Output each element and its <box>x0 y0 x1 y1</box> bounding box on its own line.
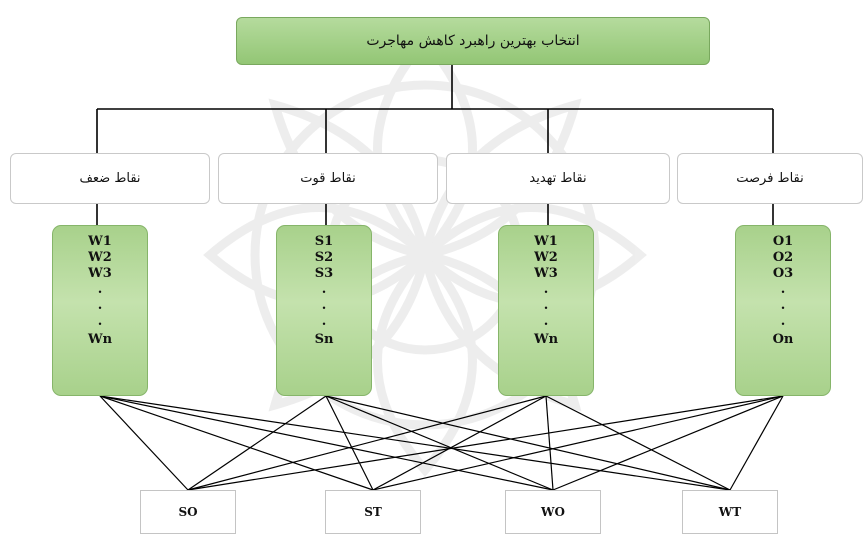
weakness-item-2: W2 <box>88 250 112 265</box>
strength-item-n: Sn <box>314 332 334 347</box>
goal-label: انتخاب بهترین راهبرد کاهش مهاجرت <box>366 33 580 49</box>
strategy-so: SO <box>140 490 236 534</box>
threat-list: W1 W2 W3 . . . Wn <box>498 225 594 396</box>
opportunity-item-n: On <box>772 332 794 347</box>
strength-item-3: S3 <box>314 266 334 281</box>
threat-item-1: W1 <box>534 234 558 249</box>
cross-link-1-3 <box>325 395 731 491</box>
factor-opportunities: نقاط فرصت <box>677 153 863 204</box>
cross-link-2-2 <box>545 395 554 491</box>
threat-item-n: Wn <box>533 332 559 347</box>
ellipsis-dot: . <box>321 314 327 329</box>
ellipsis-dot: . <box>97 314 103 329</box>
strategy-wt: WT <box>682 490 778 534</box>
strategy-wo: WO <box>505 490 601 534</box>
strategy-label-so: SO <box>178 505 198 519</box>
strength-item-1: S1 <box>314 234 334 249</box>
ellipsis-dot: . <box>543 282 549 297</box>
strategy-st: ST <box>325 490 421 534</box>
ellipsis-dot: . <box>543 298 549 313</box>
ellipsis-dot: . <box>321 298 327 313</box>
cross-link-0-3 <box>99 395 731 491</box>
ellipsis-dot: . <box>321 282 327 297</box>
cross-link-3-2 <box>552 395 784 491</box>
factor-threats: نقاط تهدید <box>446 153 670 204</box>
threat-item-2: W2 <box>534 250 558 265</box>
goal-box: انتخاب بهترین راهبرد کاهش مهاجرت <box>236 17 710 65</box>
weakness-item-3: W3 <box>88 266 112 281</box>
ellipsis-dot: . <box>97 298 103 313</box>
cross-link-0-1 <box>99 395 374 491</box>
cross-link-2-0 <box>187 395 547 491</box>
cross-link-3-0 <box>187 395 784 491</box>
cross-link-1-1 <box>325 395 374 491</box>
cross-link-1-0 <box>187 395 327 491</box>
ellipsis-dot: . <box>543 314 549 329</box>
factor-strengths: نقاط قوت <box>218 153 438 204</box>
strategy-label-wo: WO <box>541 505 565 519</box>
weakness-item-n: Wn <box>87 332 113 347</box>
cross-link-3-1 <box>372 395 784 491</box>
cross-link-1-2 <box>325 395 554 491</box>
ellipsis-dot: . <box>780 282 786 297</box>
cross-link-2-3 <box>545 395 731 491</box>
ellipsis-dot: . <box>97 282 103 297</box>
threat-item-3: W3 <box>534 266 558 281</box>
weakness-list: W1 W2 W3 . . . Wn <box>52 225 148 396</box>
cross-link-0-2 <box>99 395 554 491</box>
opportunity-list: O1 O2 O3 . . . On <box>735 225 831 396</box>
opportunity-item-2: O2 <box>772 250 794 265</box>
factor-label-threats: نقاط تهدید <box>529 171 587 186</box>
weakness-item-1: W1 <box>88 234 112 249</box>
strategy-label-st: ST <box>364 505 382 519</box>
opportunity-item-3: O3 <box>772 266 794 281</box>
strategy-label-wt: WT <box>718 505 742 519</box>
factor-label-weaknesses: نقاط ضعف <box>79 171 141 186</box>
ellipsis-dot: . <box>780 314 786 329</box>
factor-label-opportunities: نقاط فرصت <box>736 171 804 186</box>
ellipsis-dot: . <box>780 298 786 313</box>
strength-list: S1 S2 S3 . . . Sn <box>276 225 372 396</box>
strength-item-2: S2 <box>314 250 334 265</box>
factor-weaknesses: نقاط ضعف <box>10 153 210 204</box>
cross-link-0-0 <box>99 395 189 491</box>
opportunity-item-1: O1 <box>772 234 794 249</box>
factor-label-strengths: نقاط قوت <box>300 171 356 186</box>
cross-link-3-3 <box>729 395 784 491</box>
cross-link-2-1 <box>372 395 547 491</box>
